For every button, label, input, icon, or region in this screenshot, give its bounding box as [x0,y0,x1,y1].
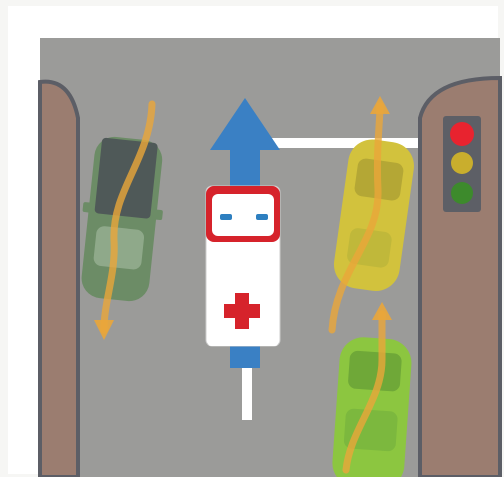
ambulance [206,186,280,346]
traffic-light-yellow-lamp [451,152,473,174]
traffic-light [443,116,481,212]
left-sidewalk [40,82,78,477]
traffic-light-green-lamp [451,182,473,204]
traffic-light-red-lamp [450,122,474,146]
